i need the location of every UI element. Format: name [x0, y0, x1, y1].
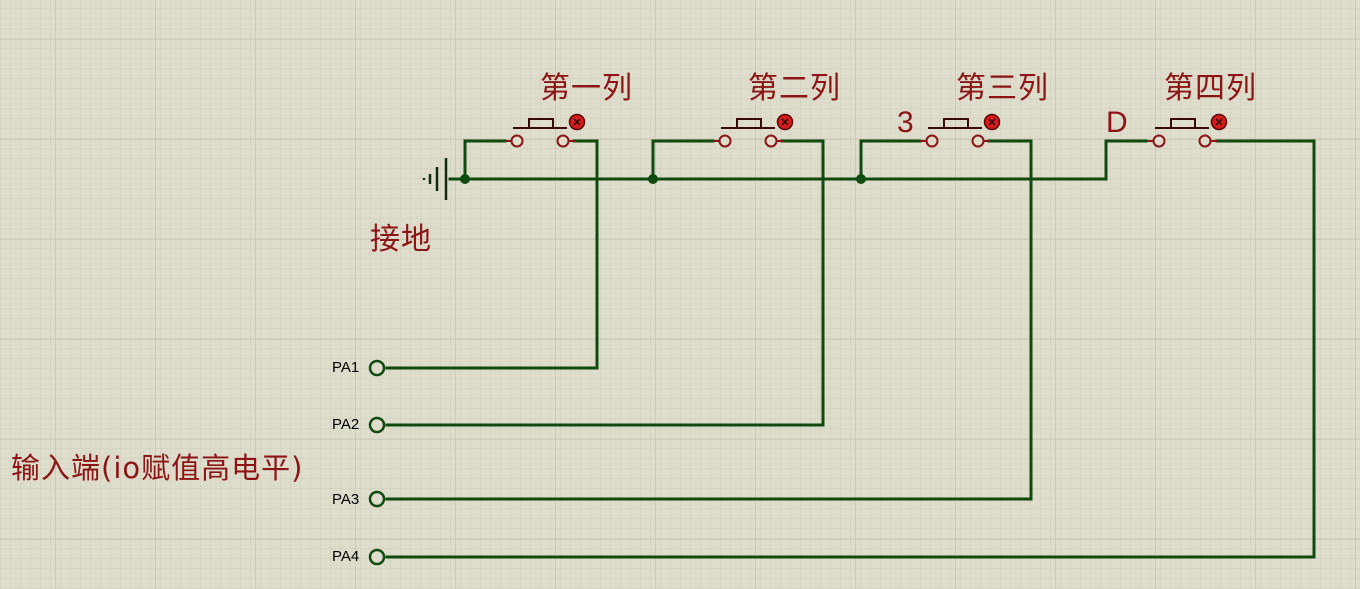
button2-title: 第二列 — [748, 71, 841, 106]
button1-left-wire — [463, 139, 507, 181]
terminal-pa3[interactable] — [368, 490, 386, 508]
wires — [385, 139, 1316, 559]
button2-left-wire — [651, 139, 715, 181]
junction-dot — [856, 174, 866, 184]
button3-ref: 3 — [897, 106, 914, 139]
button4-ref: D — [1106, 106, 1128, 139]
button4-left-wire — [1104, 139, 1148, 181]
push-button-3[interactable] — [920, 113, 1001, 148]
ground-symbol-icon[interactable] — [422, 158, 448, 200]
button4-title: 第四列 — [1164, 71, 1257, 106]
button1-title: 第一列 — [540, 71, 633, 106]
pa1-wire — [385, 139, 599, 370]
input-label: 输入端(io赋值高电平) — [11, 451, 304, 485]
ground-label: 接地 — [370, 222, 432, 257]
terminal-label-pa2: PA2 — [332, 416, 360, 433]
junction-dot — [460, 174, 470, 184]
button3-left-wire — [859, 139, 922, 181]
push-button-4[interactable] — [1147, 113, 1228, 148]
pa3-wire — [385, 139, 1033, 501]
pa4-wire — [385, 139, 1316, 559]
terminal-pa4[interactable] — [368, 548, 386, 566]
junction-dot — [648, 174, 658, 184]
junctions — [460, 174, 866, 184]
push-button-1[interactable] — [505, 113, 586, 148]
button3-title: 第三列 — [956, 71, 1049, 106]
terminal-label-pa3: PA3 — [332, 491, 360, 508]
push-button-2[interactable] — [713, 113, 794, 148]
terminal-label-pa4: PA4 — [332, 548, 360, 565]
terminal-pa2[interactable] — [368, 416, 386, 434]
pa2-wire — [385, 139, 825, 427]
terminal-label-pa1: PA1 — [332, 359, 360, 376]
terminal-pa1[interactable] — [368, 359, 386, 377]
